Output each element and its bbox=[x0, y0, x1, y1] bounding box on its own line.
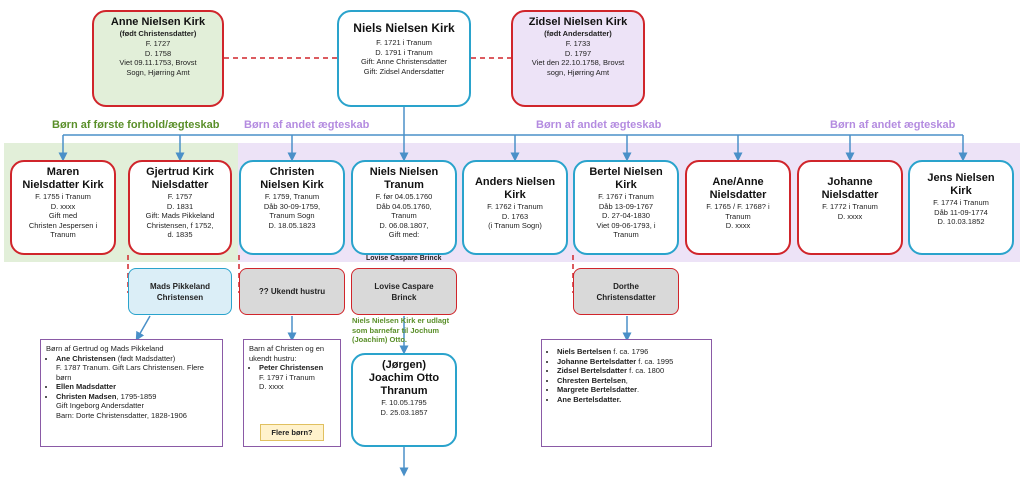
parent-details: F. 1721 i Tranum D. 1791 i Tranum Gift: … bbox=[361, 38, 447, 76]
label-first-marriage: Børn af første forhold/ægteskab bbox=[52, 119, 220, 131]
list-item: Zidsel Bertelsdatter f. ca. 1800 bbox=[557, 366, 706, 376]
label-second-marriage: Børn af andet ægteskab bbox=[244, 119, 370, 131]
child-details: F. 1774 i Tranum Dåb 11-09-1774 D. 10.03… bbox=[933, 198, 989, 226]
list-item: Johanne Bertelsdatter f. ca. 1995 bbox=[557, 357, 706, 367]
grandchild-name: (Jørgen) Joachim Otto Thranum bbox=[368, 359, 440, 397]
parent-name: Anne Nielsen Kirk bbox=[110, 16, 206, 28]
child-ane: Ane/Anne Nielsdatter F. 1765 / F. 1768? … bbox=[685, 160, 791, 255]
child-name: Anders Nielsen Kirk bbox=[474, 176, 556, 201]
list-heading: Barn af Christen og en ukendt hustru: bbox=[249, 344, 325, 363]
child-details: F. 1757 D. 1831 Gift: Mads Pikkeland Chr… bbox=[145, 192, 215, 239]
note-niels-barnefar: Niels Nielsen Kirk er udlagt som barnefa… bbox=[352, 316, 450, 344]
child-name: Niels Nielsen Tranum bbox=[369, 166, 439, 191]
spouse-name: Mads Pikkeland Christensen bbox=[149, 281, 211, 302]
list-item: Chresten Bertelsen, bbox=[557, 376, 706, 386]
child-jens: Jens Nielsen Kirk F. 1774 i Tranum Dåb 1… bbox=[908, 160, 1014, 255]
grandchild-joachim: (Jørgen) Joachim Otto Thranum F. 10.05.1… bbox=[351, 353, 457, 447]
spouse-mads-pikkeland: Mads Pikkeland Christensen bbox=[128, 268, 232, 315]
parent-name: Zidsel Nielsen Kirk bbox=[528, 16, 628, 28]
parent-name: Niels Nielsen Kirk bbox=[353, 21, 455, 35]
parent-birthname: (født Christensdatter) bbox=[119, 29, 197, 38]
parent-birthname: (født Andersdatter) bbox=[544, 29, 612, 38]
spouse-name: Dorthe Christensdatter bbox=[596, 281, 656, 302]
label-second-marriage: Børn af andet ægteskab bbox=[830, 119, 956, 131]
child-name: Bertel Nielsen Kirk bbox=[589, 166, 663, 191]
parent-zidsel-nielsen-kirk: Zidsel Nielsen Kirk (født Andersdatter) … bbox=[511, 10, 645, 107]
child-niels: Niels Nielsen Tranum F. før 04.05.1760 D… bbox=[351, 160, 457, 255]
child-maren: Maren Nielsdatter Kirk F. 1755 i Tranum … bbox=[10, 160, 116, 255]
child-details: F. før 04.05.1760 Dåb 04.05.1760, Tranum… bbox=[375, 192, 433, 239]
child-name: Jens Nielsen Kirk bbox=[927, 172, 995, 197]
child-anders: Anders Nielsen Kirk F. 1762 i Tranum D. … bbox=[462, 160, 568, 255]
child-name: Johanne Nielsdatter bbox=[821, 176, 879, 201]
list-gertrud-children: Børn af Gertrud og Mads Pikkeland Ane Ch… bbox=[40, 339, 223, 447]
grandchild-details: F. 10.05.1795 D. 25.03.1857 bbox=[380, 398, 428, 417]
child-details: F. 1762 i Tranum D. 1763 (i Tranum Sogn) bbox=[487, 202, 543, 230]
child-details: F. 1767 i Tranum Dåb 13-09-1767 D. 27-04… bbox=[596, 192, 656, 239]
child-details: F. 1759, Tranum Dåb 30-09-1759, Tranum S… bbox=[263, 192, 321, 230]
list-heading: Børn af Gertrud og Mads Pikkeland bbox=[46, 344, 164, 353]
child-details: F. 1765 / F. 1768? i Tranum D. xxxx bbox=[706, 202, 770, 230]
more-children-badge: Flere børn? bbox=[260, 424, 324, 441]
spouse-name: ?? Ukendt hustru bbox=[258, 287, 326, 296]
child-details: F. 1755 i Tranum D. xxxx Gift med Christ… bbox=[28, 192, 98, 239]
spouse-lovise: Lovise Caspare Brinck bbox=[351, 268, 457, 315]
parent-niels-nielsen-kirk: Niels Nielsen Kirk F. 1721 i Tranum D. 1… bbox=[337, 10, 471, 107]
parent-anne-nielsen-kirk: Anne Nielsen Kirk (født Christensdatter)… bbox=[92, 10, 224, 107]
list-item: Ellen Madsdatter bbox=[56, 382, 217, 392]
list-bertel-children: Niels Bertelsen f. ca. 1796 Johanne Bert… bbox=[541, 339, 712, 447]
parent-details: F. 1733 D. 1797 Viet den 22.10.1758, Bro… bbox=[531, 39, 625, 77]
list-item: Ane Christensen (født Madsdatter)F. 1787… bbox=[56, 354, 217, 383]
label-second-marriage: Børn af andet ægteskab bbox=[536, 119, 662, 131]
child-christen: Christen Nielsen Kirk F. 1759, Tranum Då… bbox=[239, 160, 345, 255]
list-item: Margrete Bertelsdatter. bbox=[557, 385, 706, 395]
spouse-dorthe: Dorthe Christensdatter bbox=[573, 268, 679, 315]
parent-details: F. 1727 D. 1758 Viet 09.11.1753, Brovst … bbox=[119, 39, 197, 77]
child-name: Ane/Anne Nielsdatter bbox=[709, 176, 767, 201]
spouse-unknown: ?? Ukendt hustru bbox=[239, 268, 345, 315]
child-gjertrud: Gjertrud Kirk Nielsdatter F. 1757 D. 183… bbox=[128, 160, 232, 255]
list-item: Ane Bertelsdatter. bbox=[557, 395, 706, 405]
list-item: Niels Bertelsen f. ca. 1796 bbox=[557, 347, 706, 357]
spouse-label-lovise: Lovise Caspare Brinck bbox=[366, 255, 442, 262]
child-bertel: Bertel Nielsen Kirk F. 1767 i Tranum Dåb… bbox=[573, 160, 679, 255]
child-details: F. 1772 i Tranum D. xxxx bbox=[822, 202, 878, 221]
child-johanne: Johanne Nielsdatter F. 1772 i Tranum D. … bbox=[797, 160, 903, 255]
spouse-name: Lovise Caspare Brinck bbox=[374, 281, 434, 302]
child-name: Gjertrud Kirk Nielsdatter bbox=[146, 166, 214, 191]
child-name: Maren Nielsdatter Kirk bbox=[22, 166, 104, 191]
child-name: Christen Nielsen Kirk bbox=[260, 166, 324, 191]
